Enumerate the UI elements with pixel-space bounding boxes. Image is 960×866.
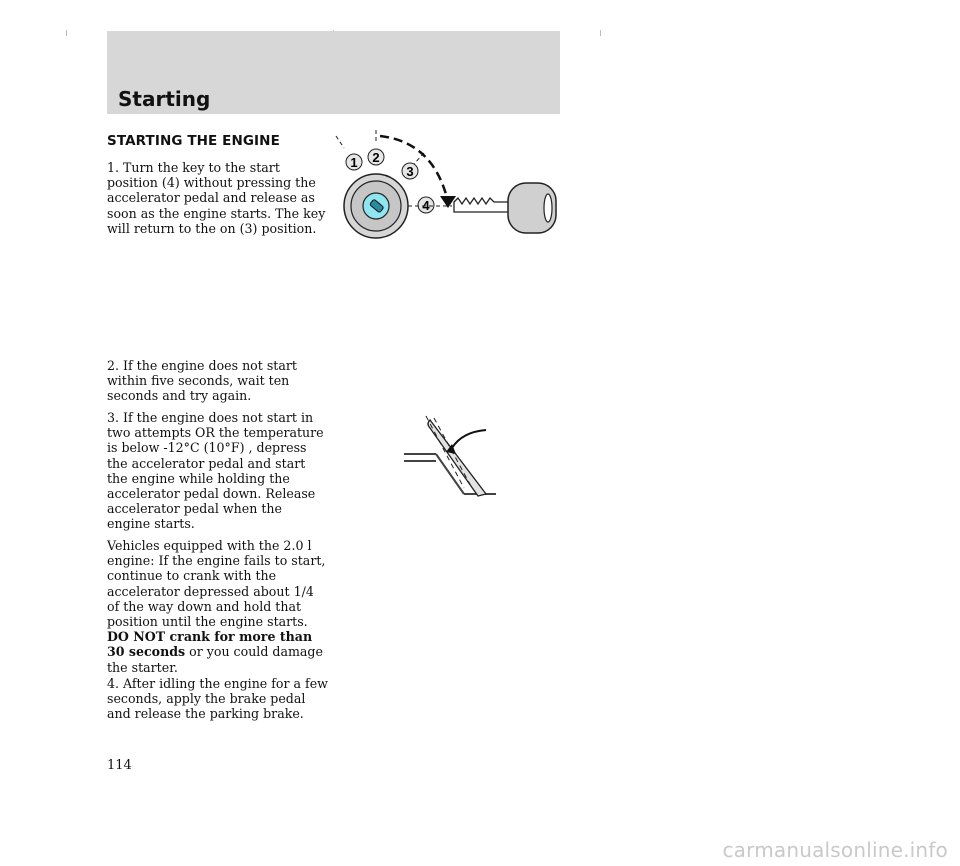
step-4-text: 4. After idling the engine for a few sec…: [107, 676, 328, 722]
position-marker: [345, 153, 363, 171]
step-2-text: 2. If the engine does not start within f…: [107, 358, 297, 404]
header-band: [107, 31, 560, 114]
accelerator-pedal: [427, 419, 488, 497]
accelerator-pedal-diagram: [404, 415, 496, 497]
rotation-arrow: [379, 134, 450, 203]
ignition-switch-diagram: 1 2 3 4: [335, 130, 557, 239]
vehicles-note: Vehicles equipped with the 2.0 l engine:…: [107, 538, 326, 630]
crank-warning-rest: or you could damage the starter.: [107, 644, 323, 675]
step-3-text: 3. If the engine does not start in two a…: [107, 410, 324, 532]
crop-mark: [66, 30, 67, 36]
position-marker: [417, 196, 435, 214]
key-slot: [369, 199, 384, 213]
press-arrow: [451, 429, 487, 449]
starting-engine-heading: STARTING THE ENGINE: [107, 133, 280, 149]
crop-mark: [600, 30, 601, 36]
page-number: 114: [107, 758, 132, 773]
key-head: [507, 182, 557, 234]
crank-warning-bold: DO NOT crank for more than 30 seconds: [107, 629, 313, 660]
position-label-4: 4: [422, 198, 430, 213]
position-label-2: 2: [372, 150, 379, 165]
floor-line: [435, 453, 465, 495]
key-ring-hole: [543, 193, 553, 223]
position-label-1: 1: [350, 155, 357, 170]
position-marker: [401, 162, 419, 180]
step-1-text: 1. Turn the key to the start position (4…: [107, 160, 326, 236]
arrow-head: [440, 196, 456, 208]
position-label-3: 3: [406, 164, 413, 179]
arrow-head: [446, 444, 456, 454]
guide-line: [335, 135, 345, 149]
key-blade: [453, 196, 511, 213]
position-marker: [367, 148, 385, 166]
watermark: carmanualsonline.info: [722, 838, 948, 862]
pedal-travel-line: [425, 415, 465, 489]
section-title: Starting: [118, 87, 211, 111]
vehicles-note-text: Vehicles equipped with the 2.0 l engine:…: [107, 538, 329, 675]
